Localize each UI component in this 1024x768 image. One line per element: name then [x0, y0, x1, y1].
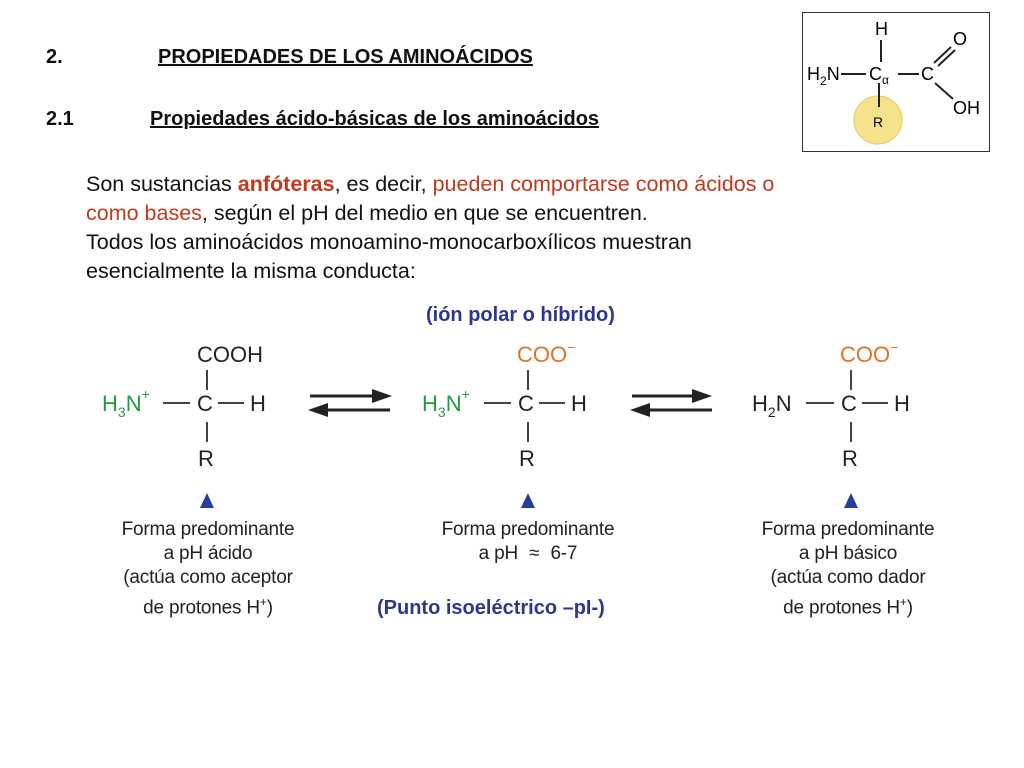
- struct-oh: OH: [953, 98, 980, 118]
- note-basic: Forma predominante a pH básico (actúa co…: [761, 519, 935, 619]
- struct-calpha: Cα: [869, 64, 889, 87]
- form-acidic: COOH H3N+ C H R: [102, 342, 266, 471]
- form-acidic-carbon: C: [197, 391, 213, 416]
- form-acidic-r: R: [198, 446, 214, 471]
- form-zwitterion-r: R: [519, 446, 535, 471]
- heading-2-number: 2.1: [46, 108, 74, 130]
- form-basic-carbon: C: [841, 391, 857, 416]
- paragraph-line-3: Todos los aminoácidos monoamino-monocarb…: [86, 230, 692, 254]
- form-zwitterion-amine: H3N+: [422, 386, 470, 420]
- equilibrium-diagram: COOH H3N+ C H R COO− H3N+ C H R COO−: [102, 339, 910, 508]
- form-basic-top: COO−: [840, 339, 898, 367]
- amino-acid-structure: H H2N Cα C O OH R: [807, 19, 980, 145]
- paragraph-line-1: Son sustancias anfóteras, es decir, pued…: [86, 172, 775, 196]
- heading-2: 2.1 Propiedades ácido-básicas de los amin…: [46, 108, 599, 131]
- form-zwitterion-carbon: C: [518, 391, 534, 416]
- equilibrium-arrows-2: [630, 389, 712, 417]
- paragraph-line-2: como bases, según el pH del medio en que…: [86, 201, 648, 225]
- triangle-marker-zwitterion: [521, 493, 535, 508]
- heading-1-title: PROPIEDADES DE LOS AMINOÁCIDOS: [158, 46, 533, 68]
- amino-acid-structure-box: H H2N Cα C O OH R: [802, 12, 990, 152]
- heading-1-number: 2.: [46, 46, 63, 68]
- zwitterion-label: (ión polar o híbrido): [426, 304, 615, 326]
- form-zwitterion-h: H: [571, 391, 587, 416]
- keyword-anfoteras: anfóteras: [237, 172, 335, 196]
- form-acidic-top: COOH: [197, 342, 263, 367]
- form-acidic-h: H: [250, 391, 266, 416]
- equilibrium-arrows-1: [308, 389, 392, 417]
- note-acidic: Forma predominante a pH ácido (actúa com…: [121, 519, 295, 619]
- struct-oxygen: O: [953, 29, 967, 49]
- form-acidic-amine: H3N+: [102, 386, 150, 420]
- note-zwitterion: Forma predominante a pH ≈ 6-7: [441, 519, 615, 564]
- form-basic-r: R: [842, 446, 858, 471]
- heading-1: 2. PROPIEDADES DE LOS AMINOÁCIDOS: [46, 46, 533, 69]
- triangle-marker-basic: [844, 493, 858, 508]
- struct-h: H: [875, 19, 888, 39]
- struct-h2n: H2N: [807, 64, 840, 88]
- paragraph-line-4: esencialmente la misma conducta:: [86, 259, 416, 283]
- struct-carbon: C: [921, 64, 934, 84]
- form-zwitterion-top: COO−: [517, 339, 575, 367]
- form-basic-h: H: [894, 391, 910, 416]
- form-basic: COO− H2N C H R: [752, 339, 910, 471]
- isoelectric-label: (Punto isoeléctrico –pI-): [377, 597, 605, 619]
- form-basic-amine: H2N: [752, 391, 792, 420]
- form-zwitterion: COO− H3N+ C H R: [422, 339, 587, 471]
- intro-paragraph: Son sustancias anfóteras, es decir, pued…: [86, 170, 946, 286]
- heading-2-title: Propiedades ácido-básicas de los aminoác…: [150, 108, 600, 130]
- struct-r: R: [873, 114, 883, 130]
- triangle-marker-acidic: [200, 493, 214, 508]
